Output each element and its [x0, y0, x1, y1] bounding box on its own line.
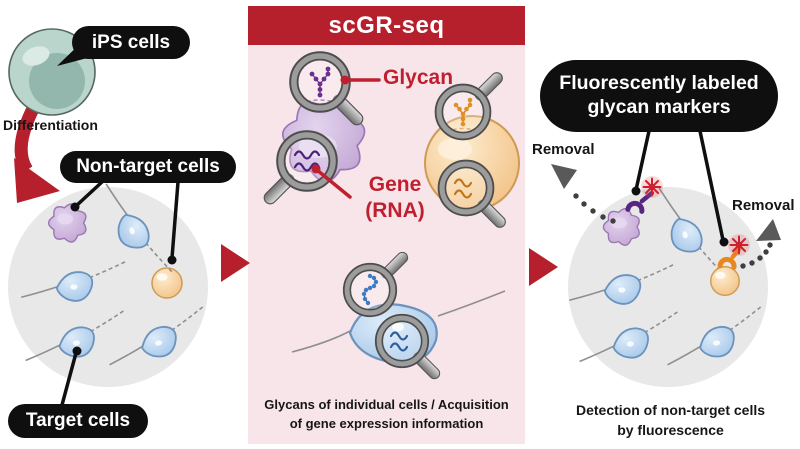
gene-label-line2: (RNA) [365, 199, 425, 222]
ips-cells-label: iPS cells [72, 26, 190, 59]
scgr-seq-header: scGR-seq [248, 6, 525, 45]
scgr-seq-header-text: scGR-seq [328, 11, 445, 39]
middle-caption-line2: of gene expression information [289, 416, 484, 431]
rna-structure-purple [293, 150, 321, 172]
removal-label-left: Removal [532, 141, 595, 158]
glycan-structure-orange [453, 97, 473, 127]
non-target-cell-purple [47, 203, 87, 243]
removal-arrow-left [551, 164, 616, 224]
fluorescent-markers-label: Fluorescently labeled glycan markers [540, 60, 778, 132]
gene-label-line1: Gene [368, 173, 422, 196]
middle-caption-line1: Glycans of individual cells / Acquisitio… [264, 397, 509, 412]
left-panel-graphics [8, 28, 250, 407]
middle-panel-caption: Glycans of individual cells / Acquisitio… [250, 395, 523, 433]
fluorescence-star-icon [727, 233, 751, 257]
fluorescent-markers-line1: Fluorescently labeled [559, 72, 759, 95]
non-target-cells-label-text: Non-target cells [76, 156, 220, 178]
gene-rna-label: Gene (RNA) [338, 172, 452, 224]
right-caption-line2: by fluorescence [617, 422, 724, 438]
removal-arrow-right [740, 219, 781, 269]
glycan-structure-blue [361, 273, 379, 306]
non-target-cells-label: Non-target cells [60, 151, 236, 183]
flow-arrow-1 [221, 244, 250, 282]
right-panel-graphics [529, 129, 781, 387]
fluorescence-star-icon [640, 175, 664, 199]
gene-leader-line [311, 164, 352, 199]
target-cells-label-text: Target cells [25, 410, 131, 432]
ips-cells-label-text: iPS cells [91, 31, 171, 53]
removal-label-right: Removal [732, 197, 795, 214]
rna-structure-blue [389, 331, 409, 352]
differentiation-label: Differentiation [3, 117, 98, 133]
glycan-label: Glycan [383, 66, 454, 89]
non-target-cell-orange [151, 267, 183, 299]
middle-panel-graphics [245, 40, 523, 396]
fluorescent-markers-line2: glycan markers [587, 96, 731, 118]
target-cells-label: Target cells [8, 404, 148, 438]
glycan-structure-purple [309, 66, 331, 98]
labeled-cell-orange [710, 266, 740, 296]
glycan-leader-line [340, 75, 381, 85]
right-caption-line1: Detection of non-target cells [575, 402, 766, 418]
label-pointer-lines-left [60, 180, 180, 407]
flow-arrow-2 [529, 248, 558, 286]
right-panel-caption: Detection of non-target cells by fluores… [543, 400, 798, 440]
rna-structure-orange [453, 178, 473, 199]
label-pointer-lines-right [631, 129, 729, 247]
